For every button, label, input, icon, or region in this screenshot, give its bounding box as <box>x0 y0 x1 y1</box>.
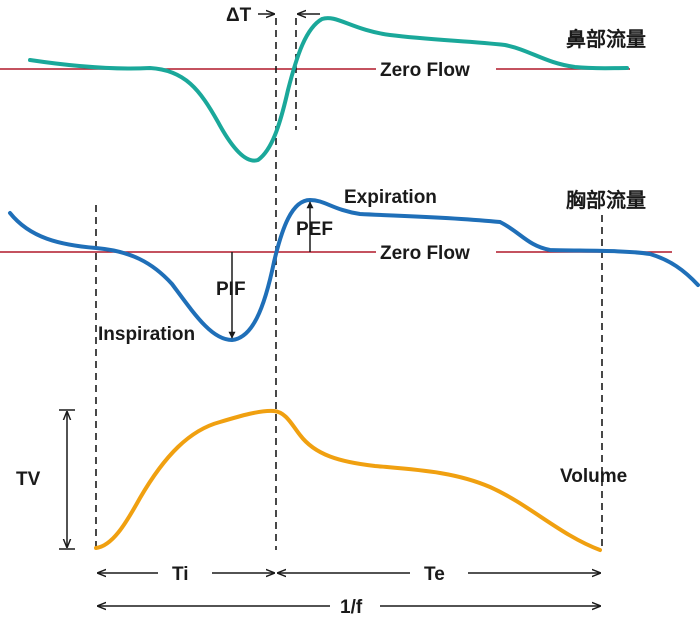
inspiration-label: Inspiration <box>98 324 195 345</box>
volume-curve <box>94 408 602 552</box>
chest-flow-label: 胸部流量 <box>566 188 646 212</box>
delta-t-label: ΔT <box>226 5 252 26</box>
volume-label: Volume <box>560 466 627 487</box>
ti-label: Ti <box>172 564 189 585</box>
zero-flow-top-bg <box>376 56 496 82</box>
expiration-label: Expiration <box>344 187 437 208</box>
pif-label: PIF <box>216 279 246 300</box>
pef-label: PEF <box>296 219 333 240</box>
zero-flow-mid-label: Zero Flow <box>380 243 470 264</box>
zero-flow-top-label: Zero Flow <box>380 60 470 81</box>
zero-flow-mid-bg <box>376 239 496 265</box>
nasal-flow-curve <box>28 16 629 163</box>
te-label: Te <box>424 564 445 585</box>
tv-label: TV <box>16 469 41 490</box>
nasal-flow-label: 鼻部流量 <box>566 27 646 51</box>
chest-flow-curve <box>8 197 700 343</box>
period-label: 1/f <box>340 597 363 618</box>
